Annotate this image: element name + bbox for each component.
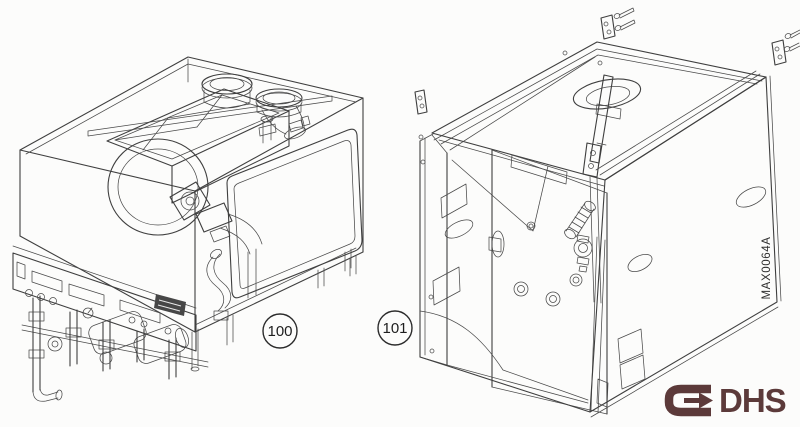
dhs-logo-arrow-icon <box>684 392 713 409</box>
mounting-brackets <box>414 7 800 115</box>
callout-101-label: 101 <box>382 320 407 337</box>
drawing-code: MAX0064A <box>761 237 773 300</box>
gas-valve-assembly <box>195 202 263 299</box>
flue-collars <box>201 73 306 140</box>
brand-label <box>154 294 186 316</box>
pump-bodies <box>88 311 189 364</box>
casing-interior <box>419 149 609 415</box>
bottom-pipework <box>21 249 232 402</box>
callout-100-label: 100 <box>267 323 292 340</box>
blower-housing <box>107 138 211 236</box>
casing-left-panel <box>418 133 474 366</box>
boiler-assembly-drawing <box>12 56 364 402</box>
callout-101: 101 <box>377 310 413 346</box>
dhs-logo-magnet-icon <box>664 384 711 417</box>
callout-100: 100 <box>262 313 298 349</box>
casing-top-hole <box>572 78 642 120</box>
retaining-strap <box>582 74 614 304</box>
casing-right-panel <box>589 75 782 418</box>
dhs-logo-text: DHS <box>719 382 786 419</box>
casing-drawing: MAX0064A <box>414 7 800 418</box>
heat-exchanger <box>87 88 333 204</box>
side-panel <box>226 128 363 299</box>
dhs-logo: DHS <box>664 382 787 419</box>
